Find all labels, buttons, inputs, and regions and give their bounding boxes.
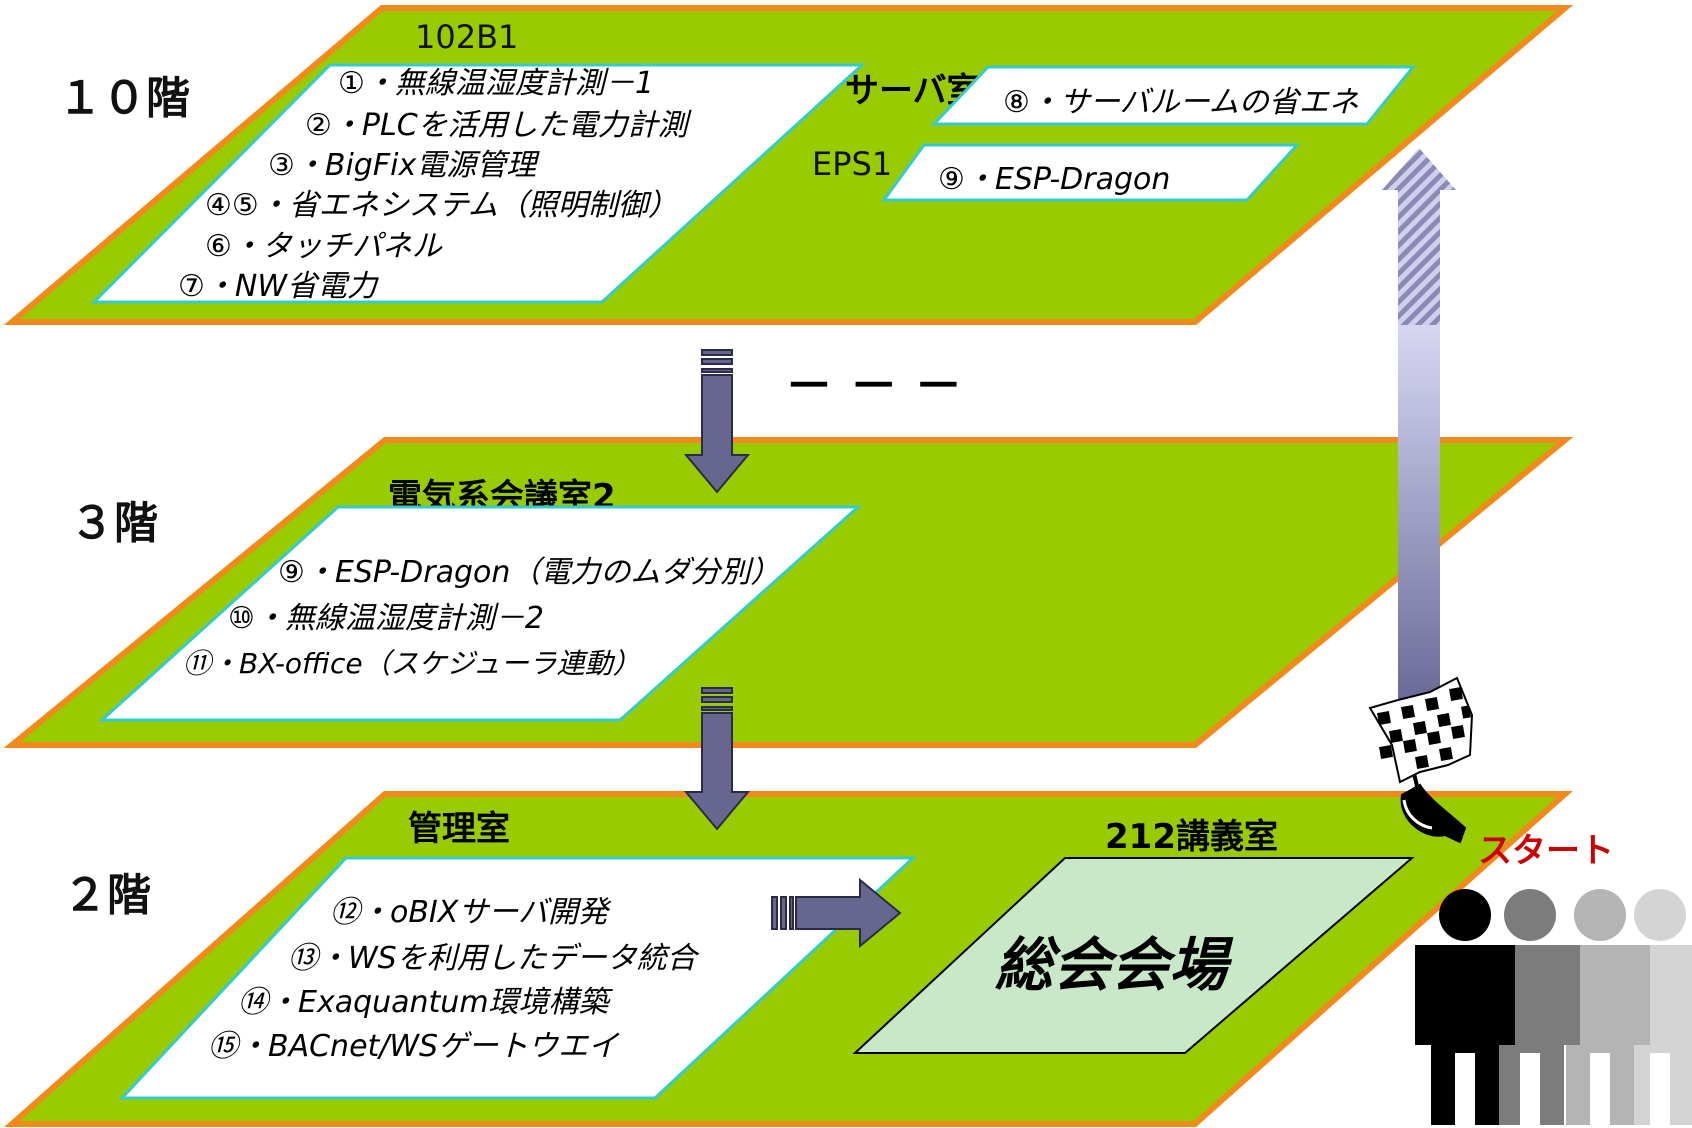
floor-10-label: １０階	[58, 73, 190, 124]
list-item: ⑭・Exaquantum環境構築	[238, 985, 614, 1020]
list-item: ⑨・ESP-Dragon（電力のムダ分別）	[278, 555, 780, 590]
list-item: ⑥・タッチパネル	[205, 229, 443, 264]
server-room-item: ⑧・サーバルームの省エネ	[1003, 85, 1359, 120]
server-room-box	[930, 65, 1417, 126]
floor-3-label: ３階	[70, 498, 158, 549]
person-icon	[1415, 889, 1515, 1125]
room-102b1-label: 102B1	[415, 18, 518, 56]
list-item: ⑮・BACnet/WSゲートウエイ	[208, 1029, 620, 1064]
list-item: ⑪・BX-office（スケジューラ連動）	[183, 647, 641, 680]
room-admin-label: 管理室	[408, 809, 510, 849]
eps-room-box	[881, 143, 1301, 202]
floor-2-label: ２階	[63, 870, 151, 921]
people-group-icon	[1415, 889, 1692, 1125]
ellipsis-dashes: － － －	[785, 358, 962, 414]
hall-name: 総会会場	[995, 931, 1234, 999]
list-item: ⑦・NW省電力	[178, 269, 379, 304]
list-item: ①・無線温湿度計測－1	[338, 66, 654, 101]
list-item: ③・BigFix電源管理	[268, 148, 540, 183]
right-arrow-icon	[771, 877, 902, 949]
room-admin	[118, 856, 917, 1100]
start-label: スタート	[1478, 831, 1614, 871]
list-item: ⑫・oBIXサーバ開発	[330, 895, 612, 930]
eps-room-label: EPS1	[812, 145, 892, 183]
checkered-flag-icon	[1368, 676, 1474, 844]
hall-room-label: 212講義室	[1105, 817, 1278, 857]
list-item: ⑩・無線温湿度計測－2	[228, 601, 544, 636]
list-item: ④⑤・省エネシステム（照明制御）	[205, 188, 678, 223]
hall-room	[852, 857, 1415, 1054]
down-arrow-icon	[683, 349, 751, 494]
eps-room-item: ⑨・ESP-Dragon	[938, 162, 1170, 197]
list-item: ②・PLCを活用した電力計測	[305, 108, 692, 143]
list-item: ⑬・WSを利用したデータ統合	[288, 941, 700, 976]
room-102b1	[90, 63, 866, 304]
room-meeting-2	[98, 505, 862, 722]
up-arrow-icon	[1382, 148, 1456, 700]
down-arrow-icon	[683, 687, 751, 831]
